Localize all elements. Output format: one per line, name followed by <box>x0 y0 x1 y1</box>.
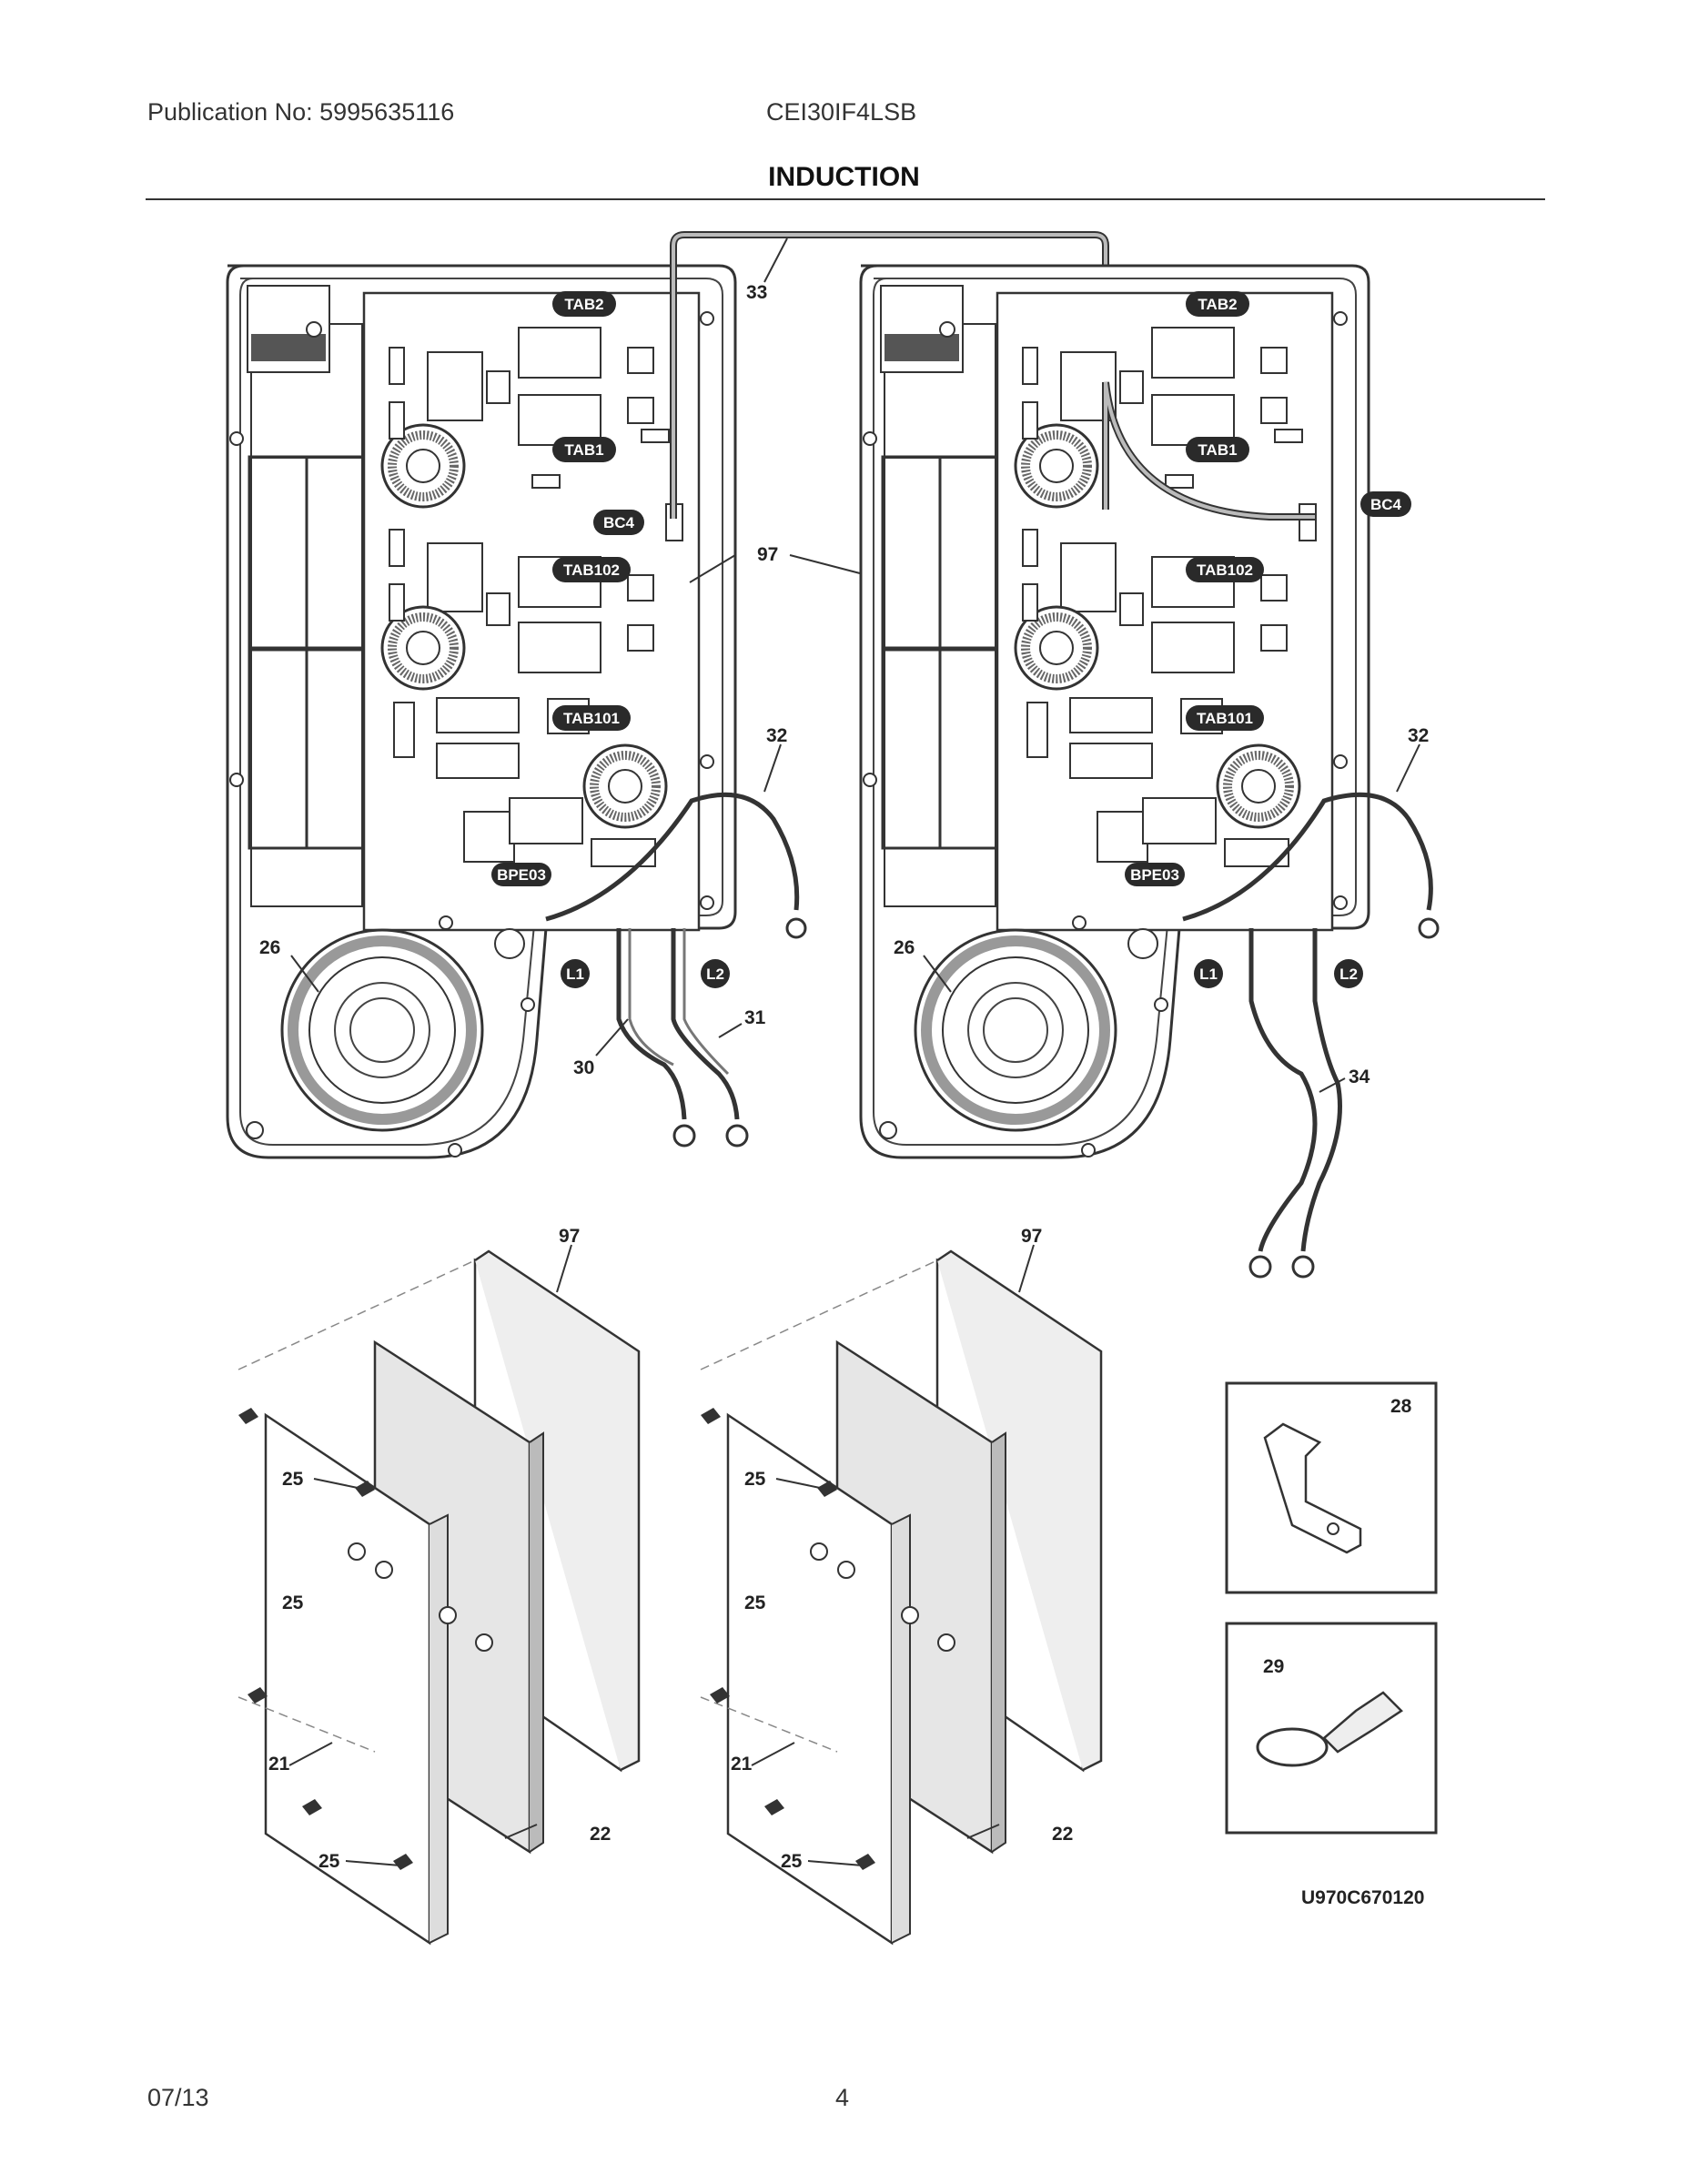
part-22-label-left: 22 <box>590 1824 611 1845</box>
svg-text:L1: L1 <box>566 966 584 983</box>
diagram-code: U970C670120 <box>1301 1887 1424 1908</box>
svg-text:TAB101: TAB101 <box>1197 710 1253 727</box>
part-29-label: 29 <box>1263 1656 1284 1677</box>
callout-bc4-right: BC4 <box>1360 491 1411 517</box>
callout-bpe03-right: BPE03 <box>1125 863 1185 886</box>
svg-text:TAB101: TAB101 <box>563 710 620 727</box>
part-28-label: 28 <box>1390 1396 1412 1417</box>
section-title: INDUCTION <box>768 162 920 192</box>
leaders <box>288 238 1420 1866</box>
part-26-label-right: 26 <box>894 937 915 958</box>
callout-l1-left: L1 <box>561 959 590 988</box>
part-33-label: 33 <box>746 282 767 303</box>
svg-text:BC4: BC4 <box>1370 496 1402 513</box>
part-97-label-top: 97 <box>757 544 778 565</box>
header-rule <box>146 198 1545 200</box>
induction-board-left <box>227 231 1109 1158</box>
shield-assembly-right <box>699 1249 1103 1945</box>
part-30-label: 30 <box>573 1057 594 1078</box>
svg-text:TAB2: TAB2 <box>564 296 603 313</box>
svg-text:TAB102: TAB102 <box>563 561 620 579</box>
part-97-label-bottom-right: 97 <box>1021 1226 1042 1247</box>
part-97-label-bottom-left: 97 <box>559 1226 580 1247</box>
part-29-box <box>1225 1622 1438 1835</box>
publication-number: Publication No: 5995635116 <box>147 98 455 126</box>
svg-text:TAB1: TAB1 <box>564 441 603 459</box>
part-25-label-left-1: 25 <box>282 1469 304 1490</box>
page-number: 4 <box>835 2084 850 2111</box>
part-32-label-right: 32 <box>1408 725 1429 746</box>
part-31-label: 31 <box>744 1007 766 1028</box>
svg-text:TAB1: TAB1 <box>1198 441 1237 459</box>
svg-text:L1: L1 <box>1199 966 1218 983</box>
callout-tab102-left: TAB102 <box>552 557 631 582</box>
callout-tab1-left: TAB1 <box>552 437 616 462</box>
callout-tab101-right: TAB101 <box>1186 705 1264 731</box>
part-25-label-right-1: 25 <box>744 1469 766 1490</box>
part-32-label-left: 32 <box>766 725 787 746</box>
induction-board-right <box>861 266 1440 1279</box>
callout-tab101-left: TAB101 <box>552 705 631 731</box>
svg-text:BC4: BC4 <box>603 514 635 531</box>
part-25-label-left-3: 25 <box>318 1851 340 1872</box>
model-number: CEI30IF4LSB <box>766 98 917 126</box>
svg-text:TAB102: TAB102 <box>1197 561 1253 579</box>
svg-text:BPE03: BPE03 <box>1130 866 1179 884</box>
part-21-label-left: 21 <box>268 1754 290 1774</box>
callout-tab1-right: TAB1 <box>1186 437 1249 462</box>
callout-l2-right: L2 <box>1334 959 1363 988</box>
svg-text:L2: L2 <box>706 966 724 983</box>
callout-tab102-right: TAB102 <box>1186 557 1264 582</box>
callout-l2-left: L2 <box>701 959 730 988</box>
part-34-label: 34 <box>1349 1067 1370 1087</box>
part-28-box <box>1225 1381 1438 1594</box>
callout-tab2-left: TAB2 <box>552 291 616 317</box>
part-25-label-left-2: 25 <box>282 1592 304 1613</box>
callout-bc4-left: BC4 <box>593 510 644 535</box>
svg-text:L2: L2 <box>1339 966 1358 983</box>
callout-l1-right: L1 <box>1194 959 1223 988</box>
svg-text:TAB2: TAB2 <box>1198 296 1237 313</box>
svg-text:BPE03: BPE03 <box>497 866 546 884</box>
part-25-label-right-3: 25 <box>781 1851 803 1872</box>
part-21-label-right: 21 <box>731 1754 753 1774</box>
part-26-label-left: 26 <box>259 937 280 958</box>
footer-date: 07/13 <box>147 2084 209 2111</box>
callout-tab2-right: TAB2 <box>1186 291 1249 317</box>
part-25-label-right-2: 25 <box>744 1592 766 1613</box>
parts-diagram: TAB2 TAB1 BC4 TAB102 TAB101 BPE03 L1 L2 … <box>0 231 1440 1945</box>
part-22-label-right: 22 <box>1052 1824 1073 1845</box>
callout-bpe03-left: BPE03 <box>491 863 551 886</box>
